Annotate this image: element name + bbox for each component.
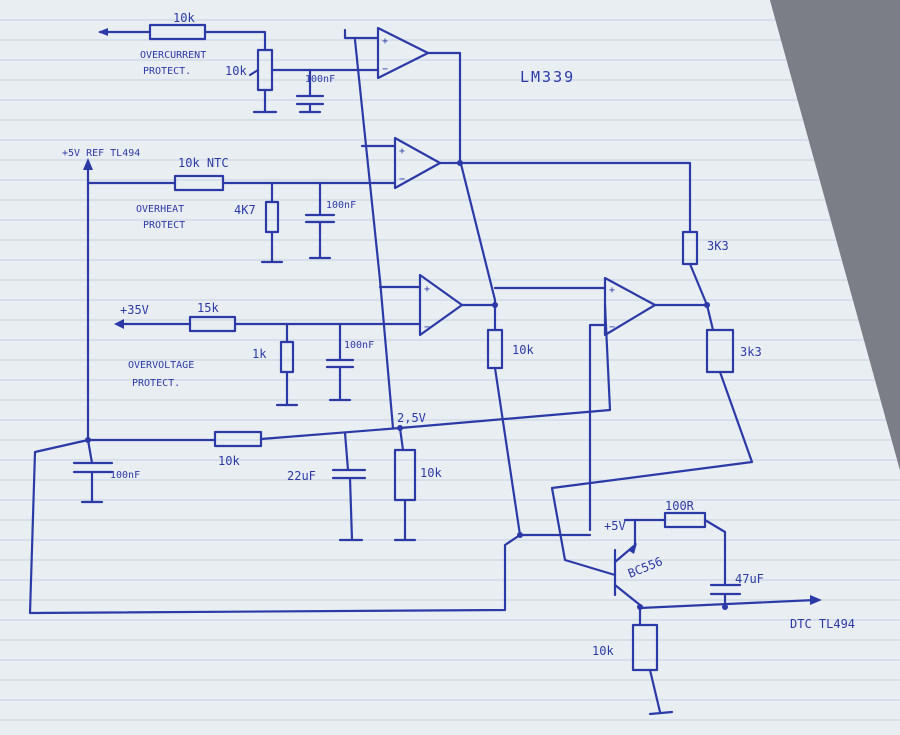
svg-text:−: − xyxy=(609,322,615,333)
ref-cap-small-label: 100nF xyxy=(110,470,140,481)
pullup-label: 10k xyxy=(512,343,534,357)
comparator-3: +− xyxy=(378,273,497,337)
overvoltage-resistor2-label: 1k xyxy=(252,347,267,361)
svg-text:−: − xyxy=(382,64,388,75)
background-desk xyxy=(770,0,900,470)
overvoltage-cap-label: 100nF xyxy=(344,340,374,351)
comparator-1: +− xyxy=(343,26,462,162)
overcurrent-cap-label: 100nF xyxy=(305,74,335,85)
ntc-label: 10k NTC xyxy=(178,156,229,170)
overcurrent-resistor-label: 10k xyxy=(173,11,195,25)
overcurrent-pot-label: 10k xyxy=(225,64,247,78)
overvoltage-note-2: PROTECT. xyxy=(132,378,180,389)
emitter-resistor-label: 10k xyxy=(592,644,614,658)
overheat-cap-label: 100nF xyxy=(326,200,356,211)
output-stage xyxy=(613,511,822,716)
output-resistor-label: 100R xyxy=(665,499,695,513)
output-dest-label: DTC TL494 xyxy=(790,617,855,631)
output-node-label: +5V xyxy=(604,519,626,533)
output-cap-label: 47uF xyxy=(735,572,764,586)
svg-text:−: − xyxy=(424,322,430,333)
divider-r1-label: 3K3 xyxy=(707,239,729,253)
ref-network xyxy=(72,425,417,542)
overcurrent-section xyxy=(98,23,380,114)
overheat-note-1: OVERHEAT xyxy=(136,204,184,215)
comparator-2: +− xyxy=(360,136,692,234)
svg-text:+: + xyxy=(382,36,388,47)
overheat-supply-label: +5V REF TL494 xyxy=(62,148,140,159)
svg-text:+: + xyxy=(399,146,405,157)
chip-title: LM339 xyxy=(520,68,575,86)
svg-text:+: + xyxy=(609,285,615,296)
ref-cap-large-label: 22uF xyxy=(287,469,316,483)
overheat-note-2: PROTECT xyxy=(143,220,185,231)
comparator-4: +− xyxy=(398,276,709,532)
overcurrent-note-2: PROTECT. xyxy=(143,66,191,77)
ref-node-label: 2,5V xyxy=(397,411,426,425)
divider-section xyxy=(550,230,754,577)
divider-r2-label: 3k3 xyxy=(740,345,762,359)
overvoltage-section xyxy=(114,315,422,407)
overvoltage-supply-label: +35V xyxy=(120,303,149,317)
svg-text:−: − xyxy=(399,174,405,185)
ref-resistor-label: 10k xyxy=(218,454,240,468)
overvoltage-resistor-label: 15k xyxy=(197,301,219,315)
svg-text:+: + xyxy=(424,284,430,295)
overheat-section xyxy=(83,158,397,442)
overheat-resistor-label: 4K7 xyxy=(234,203,256,217)
feedback-wire xyxy=(28,438,522,615)
overvoltage-note-1: OVERVOLTAGE xyxy=(128,360,194,371)
overcurrent-note-1: OVERCURRENT xyxy=(140,50,206,61)
emitter-resistor xyxy=(631,623,659,672)
ref-resistor2-label: 10k xyxy=(420,466,442,480)
